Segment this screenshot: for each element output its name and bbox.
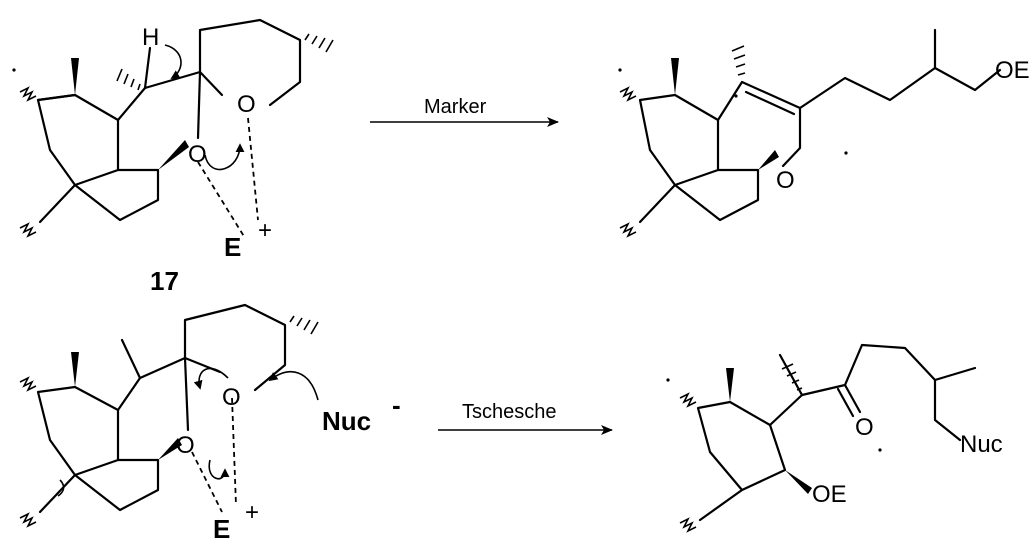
methyl-hash xyxy=(731,45,746,76)
nucleophile-label: Nuc xyxy=(322,406,371,436)
atom-O: O xyxy=(776,167,795,194)
atom-O: O xyxy=(188,141,207,168)
attachment-squiggle xyxy=(19,222,37,238)
compound-17-structure xyxy=(12,18,334,239)
ring-hash xyxy=(304,33,334,53)
charge-minus: - xyxy=(392,390,401,420)
attachment-squiggle xyxy=(19,86,37,102)
marker-product-structure xyxy=(618,28,1002,238)
atom-OE: OE xyxy=(995,57,1030,84)
reagent-label-marker: Marker xyxy=(424,96,487,118)
curly-arrow xyxy=(204,143,245,171)
dot-mark xyxy=(12,68,16,72)
methyl-hash xyxy=(116,68,141,91)
compound-number: 17 xyxy=(150,266,179,296)
O-wedge xyxy=(158,140,189,170)
tschesche-substrate-structure xyxy=(19,303,319,528)
charge-plus: + xyxy=(258,217,272,244)
curly-arrow xyxy=(164,44,182,79)
atom-OE: OE xyxy=(812,481,847,508)
atom-E: E xyxy=(213,514,230,544)
atom-H: H xyxy=(142,24,159,51)
atom-O: O xyxy=(222,384,241,411)
reagent-label-tschesche: Tschesche xyxy=(462,401,557,423)
atom-O: O xyxy=(855,414,874,441)
tschesche-product-structure xyxy=(666,343,977,533)
atom-E: E xyxy=(224,232,241,262)
ring-hash xyxy=(289,315,319,335)
atom-O: O xyxy=(237,91,256,118)
charge-plus: + xyxy=(245,499,259,526)
atom-O: O xyxy=(176,432,195,459)
methyl-wedge xyxy=(71,58,79,95)
atom-Nuc: Nuc xyxy=(960,431,1003,458)
